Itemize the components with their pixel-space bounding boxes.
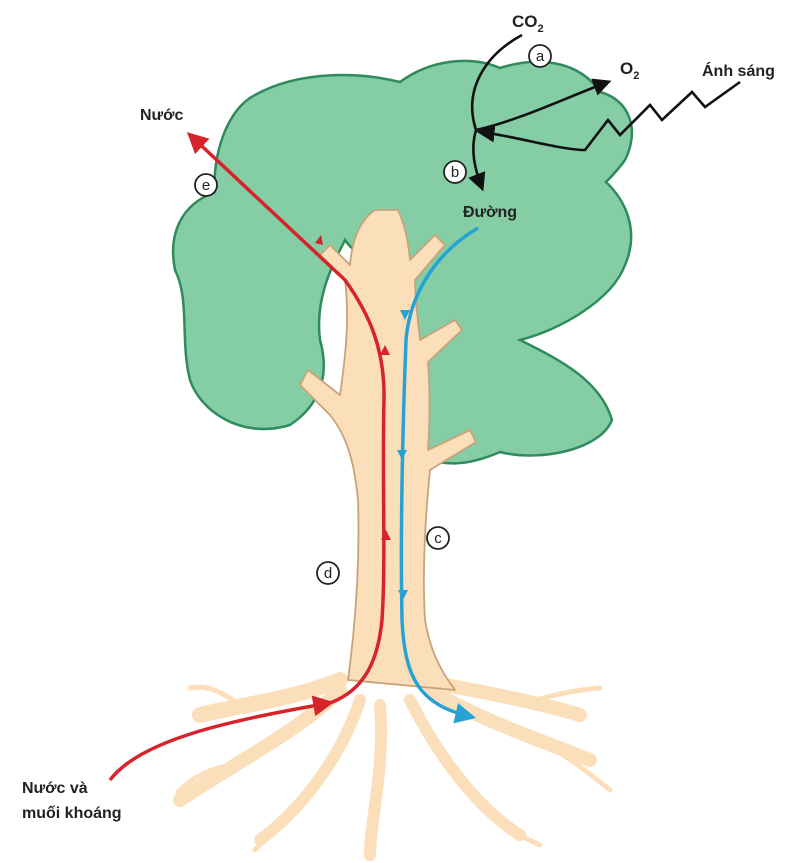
marker-a: a bbox=[529, 45, 551, 67]
sugar-label: Đường bbox=[463, 204, 517, 221]
marker-d: d bbox=[317, 562, 339, 584]
water-out-label: Nước bbox=[140, 107, 184, 124]
tree-roots bbox=[178, 680, 610, 855]
marker-c: c bbox=[427, 527, 449, 549]
co2-label: CO2 bbox=[512, 12, 544, 35]
svg-text:e: e bbox=[202, 177, 210, 194]
svg-text:a: a bbox=[536, 48, 545, 65]
svg-text:c: c bbox=[434, 530, 442, 547]
light-label: Ánh sáng bbox=[702, 61, 775, 80]
svg-text:d: d bbox=[324, 565, 332, 582]
o2-label: O2 bbox=[620, 59, 639, 82]
marker-e: e bbox=[195, 174, 217, 196]
svg-text:b: b bbox=[451, 164, 459, 181]
marker-b: b bbox=[444, 161, 466, 183]
water-minerals-label-line1: Nước và bbox=[22, 780, 88, 797]
water-minerals-label-line2: muối khoáng bbox=[22, 805, 122, 822]
